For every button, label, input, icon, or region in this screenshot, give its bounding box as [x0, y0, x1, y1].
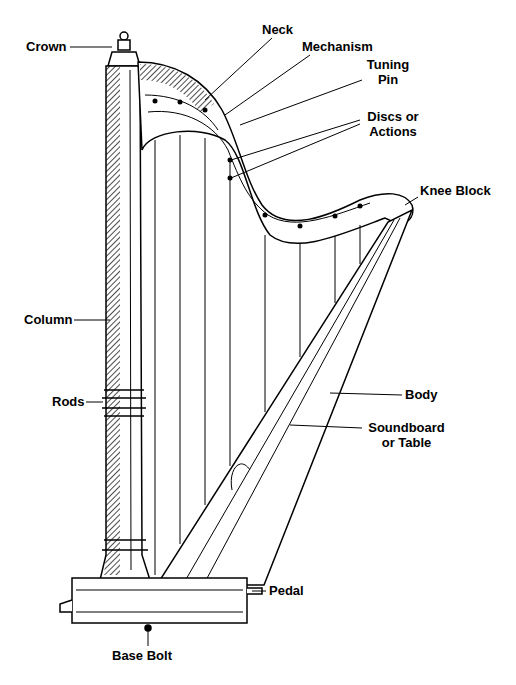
pedal-left — [60, 600, 72, 612]
neck-shape — [138, 62, 413, 243]
soundhole — [231, 464, 250, 490]
neck-shading — [140, 64, 214, 112]
part-label: Mechanism — [302, 39, 392, 54]
body-shape — [160, 210, 412, 585]
part-label: Base Bolt — [112, 648, 202, 663]
crown-top — [118, 40, 130, 50]
part-label: Pedal — [269, 583, 329, 598]
crown-knob — [120, 32, 128, 40]
crown-base — [108, 52, 140, 66]
part-label: Neck — [262, 22, 322, 37]
part-label: Crown — [26, 39, 86, 54]
column-rings — [102, 390, 146, 416]
column-rings — [102, 540, 148, 550]
part-label: Soundboard or Table — [364, 420, 449, 450]
mechanism-line — [148, 111, 370, 222]
part-label: Discs or Actions — [358, 109, 428, 139]
mechanism-line — [145, 95, 218, 130]
column-rod — [130, 70, 131, 570]
soundboard-edge — [185, 220, 394, 581]
harp-lines — [60, 32, 413, 631]
part-label: Knee Block — [420, 183, 510, 198]
part-label: Column — [24, 312, 84, 327]
base-bolt — [145, 625, 151, 631]
discs — [153, 99, 363, 229]
part-label: Body — [405, 387, 465, 402]
part-label: Tuning Pin — [362, 57, 414, 87]
body-ridge — [205, 218, 400, 582]
part-label: Rods — [52, 394, 102, 409]
base-lines — [76, 590, 243, 612]
base-box — [72, 578, 247, 623]
leader-lines — [70, 38, 418, 646]
